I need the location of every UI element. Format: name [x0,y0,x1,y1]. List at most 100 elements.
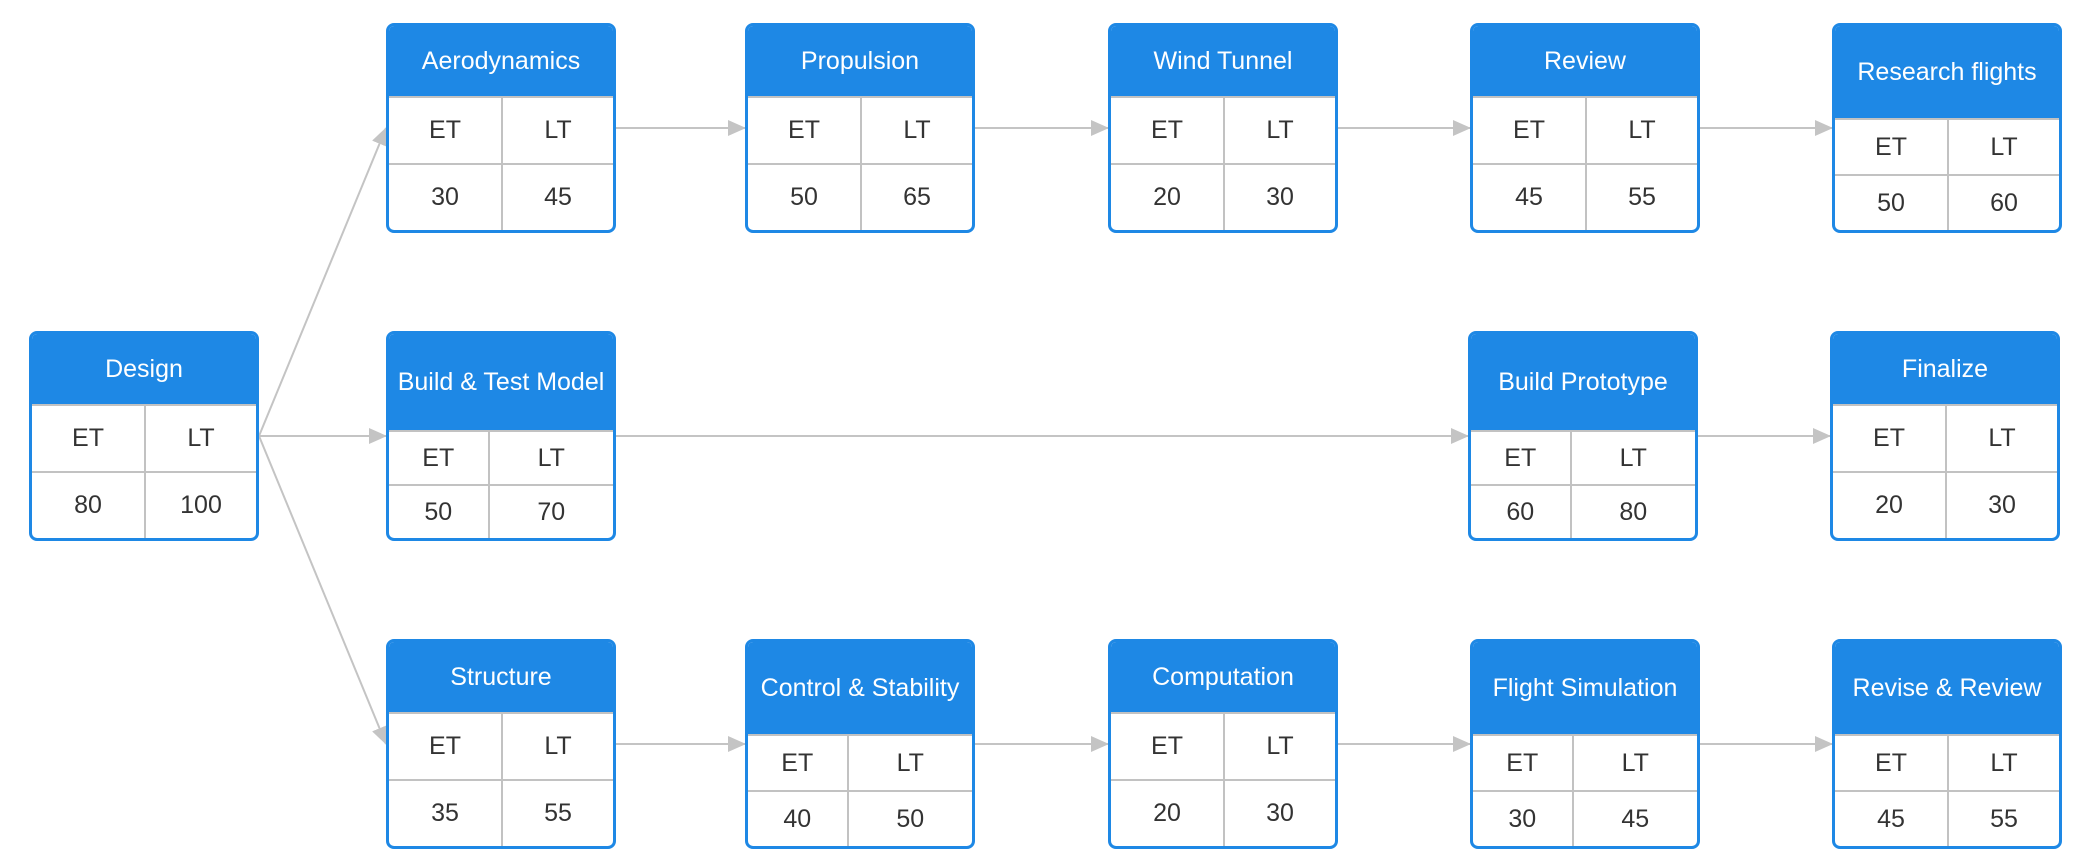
et-label: ET [429,732,461,760]
lt-label: LT [1947,736,2059,790]
lt-value: 55 [1947,792,2059,846]
et-label: ET [1504,443,1537,472]
node-title: Review [1473,26,1697,96]
lt-value: 55 [501,781,613,846]
node-label-row: ET LT [748,96,972,163]
et-label: ET [1513,116,1545,144]
et-value: 45 [1877,804,1905,833]
node-value-row: 30 45 [389,163,613,230]
node-label-row: ET LT [1473,734,1697,790]
et-value: 50 [790,183,818,211]
et-value: 60 [1506,497,1535,526]
node-title: Flight Simulation [1473,642,1697,734]
et-value: 80 [74,491,102,519]
et-label: ET [781,748,814,777]
lt-label: LT [860,98,972,163]
node-label-row: ET LT [1473,96,1697,163]
lt-label: LT [487,432,613,484]
et-value: 20 [1153,183,1181,211]
node-label-row: ET LT [1111,96,1335,163]
node-value-row: 45 55 [1835,790,2059,846]
edge-design-to-structure [258,435,387,745]
node-title: Wind Tunnel [1111,26,1335,96]
et-label: ET [422,443,455,472]
node-value-row: 30 45 [1473,790,1697,846]
node-value-row: 50 60 [1835,174,2059,230]
node-label-row: ET LT [1835,734,2059,790]
node-title: Aerodynamics [389,26,613,96]
lt-label: LT [1945,406,2057,471]
node-title: Computation [1111,642,1335,712]
node-value-row: 45 55 [1473,163,1697,230]
et-value: 50 [424,497,453,526]
node-title: Structure [389,642,613,712]
et-value: 50 [1877,188,1905,217]
lt-value: 65 [860,165,972,230]
lt-label: LT [144,406,256,471]
et-label: ET [1873,424,1905,452]
lt-value: 30 [1945,473,2057,538]
lt-value: 30 [1223,165,1335,230]
lt-label: LT [501,714,613,779]
et-label: ET [1875,132,1907,161]
et-label: ET [1875,748,1907,777]
et-value: 20 [1153,799,1181,827]
et-label: ET [1151,732,1183,760]
lt-label: LT [501,98,613,163]
node-title: Control & Stability [748,642,972,734]
et-value: 30 [1508,804,1537,833]
et-value: 20 [1875,491,1903,519]
node-title: Build & Test Model [389,334,613,430]
lt-label: LT [1223,98,1335,163]
node-label-row: ET LT [389,712,613,779]
et-label: ET [72,424,104,452]
et-label: ET [1506,748,1539,777]
lt-label: LT [1585,98,1697,163]
lt-value: 60 [1947,176,2059,230]
node-label-row: ET LT [1835,118,2059,174]
et-label: ET [788,116,820,144]
node-title: Revise & Review [1835,642,2059,734]
lt-label: LT [846,736,972,790]
lt-value: 70 [487,486,613,538]
node-label-row: ET LT [748,734,972,790]
lt-value: 55 [1585,165,1697,230]
node-title: Finalize [1833,334,2057,404]
lt-label: LT [1571,736,1697,790]
et-value: 30 [431,183,459,211]
edge-design-to-aerodynamics [258,127,387,437]
et-value: 45 [1515,183,1543,211]
et-label: ET [1151,116,1183,144]
lt-value: 45 [501,165,613,230]
node-label-row: ET LT [1471,430,1695,484]
lt-value: 45 [1571,792,1697,846]
lt-label: LT [1569,432,1695,484]
node-title: Research flights [1835,26,2059,118]
et-value: 40 [783,804,812,833]
et-value: 35 [431,799,459,827]
node-title: Propulsion [748,26,972,96]
node-label-row: ET LT [389,430,613,484]
lt-label: LT [1947,120,2059,174]
